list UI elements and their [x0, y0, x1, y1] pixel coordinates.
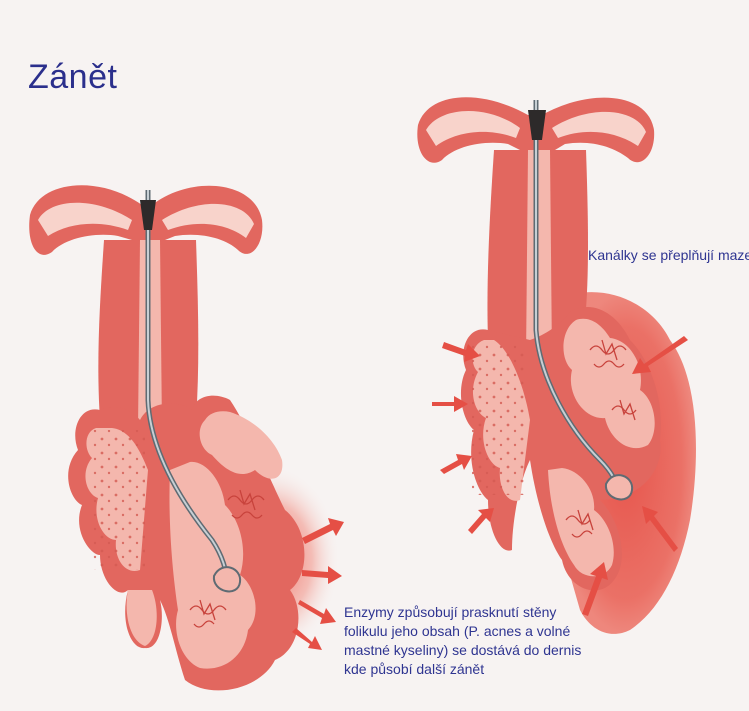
enzymes-caption: Enzymy způsobují prasknutí stěny folikul… [344, 603, 644, 679]
hair-bulb [606, 475, 632, 499]
ducts-overflow-label: Kanálky se přeplňují mazem [588, 246, 749, 265]
caption-line: folikulu jeho obsah (P. acnes a volné [344, 622, 644, 641]
caption-line: Enzymy způsobují prasknutí stěny [344, 603, 644, 622]
caption-line: kde působí další zánět [344, 660, 644, 679]
left-follicle [29, 185, 344, 690]
right-follicle [417, 97, 696, 634]
caption-line: mastné kyseliny) se dostává do dernis [344, 641, 644, 660]
arrow-icon [440, 454, 472, 474]
arrow-icon [468, 508, 494, 534]
hair-bulb [214, 567, 240, 591]
page-title: Zánět [28, 58, 117, 97]
follicle-canal [98, 240, 142, 420]
